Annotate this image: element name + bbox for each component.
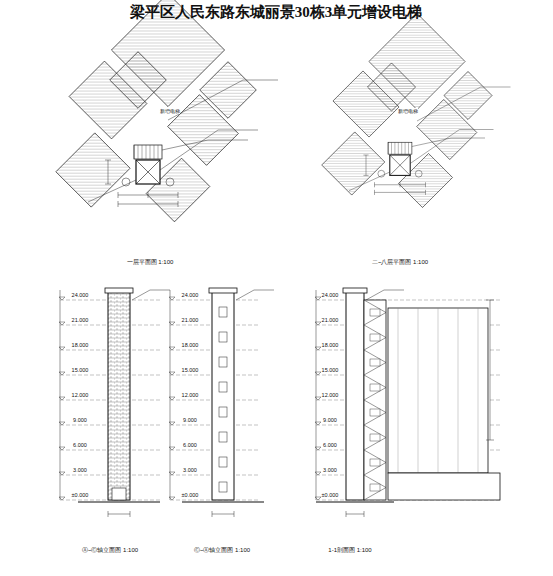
level-mark: 6.000 [73, 442, 87, 448]
level-mark: 12.000 [182, 392, 199, 398]
level-mark: ±0.000 [72, 492, 89, 498]
level-mark: 9.000 [73, 417, 87, 423]
level-mark: 24.000 [322, 292, 339, 298]
level-mark: ±0.000 [322, 492, 339, 498]
level-mark: 24.000 [72, 292, 89, 298]
level-mark: 3.000 [183, 467, 197, 473]
level-mark: 9.000 [183, 417, 197, 423]
view-caption: 1-1剖面图 1:100 [328, 546, 371, 555]
level-mark: 15.000 [182, 367, 199, 373]
view-caption: 二~八层平面图 1:100 [372, 258, 428, 267]
level-mark: 9.000 [323, 417, 337, 423]
level-mark: 21.000 [182, 317, 199, 323]
level-mark: 24.000 [182, 292, 199, 298]
level-mark: 18.000 [182, 342, 199, 348]
note-text: 新增电梯 [160, 108, 180, 114]
note-text: 新增电梯 [398, 108, 418, 114]
level-mark: 15.000 [322, 367, 339, 373]
level-mark: 6.000 [183, 442, 197, 448]
drawing-title: 梁平区人民东路东城丽景30栋3单元增设电梯 [130, 3, 423, 22]
view-caption: Ⓐ~Ⓒ轴立面图 1:100 [82, 546, 138, 555]
level-mark: 3.000 [323, 467, 337, 473]
level-mark: 18.000 [72, 342, 89, 348]
view-caption: 一层平面图 1:100 [127, 258, 174, 267]
level-mark: 12.000 [72, 392, 89, 398]
level-mark: 6.000 [323, 442, 337, 448]
level-mark: 15.000 [72, 367, 89, 373]
level-mark: ±0.000 [182, 492, 199, 498]
floor-plan [322, 13, 511, 207]
floor-plan [56, 0, 278, 222]
level-mark: 21.000 [322, 317, 339, 323]
level-mark: 3.000 [73, 467, 87, 473]
level-mark: 12.000 [322, 392, 339, 398]
level-mark: 18.000 [322, 342, 339, 348]
view-caption: Ⓒ~Ⓐ轴立面图 1:100 [194, 546, 250, 555]
level-mark: 21.000 [72, 317, 89, 323]
